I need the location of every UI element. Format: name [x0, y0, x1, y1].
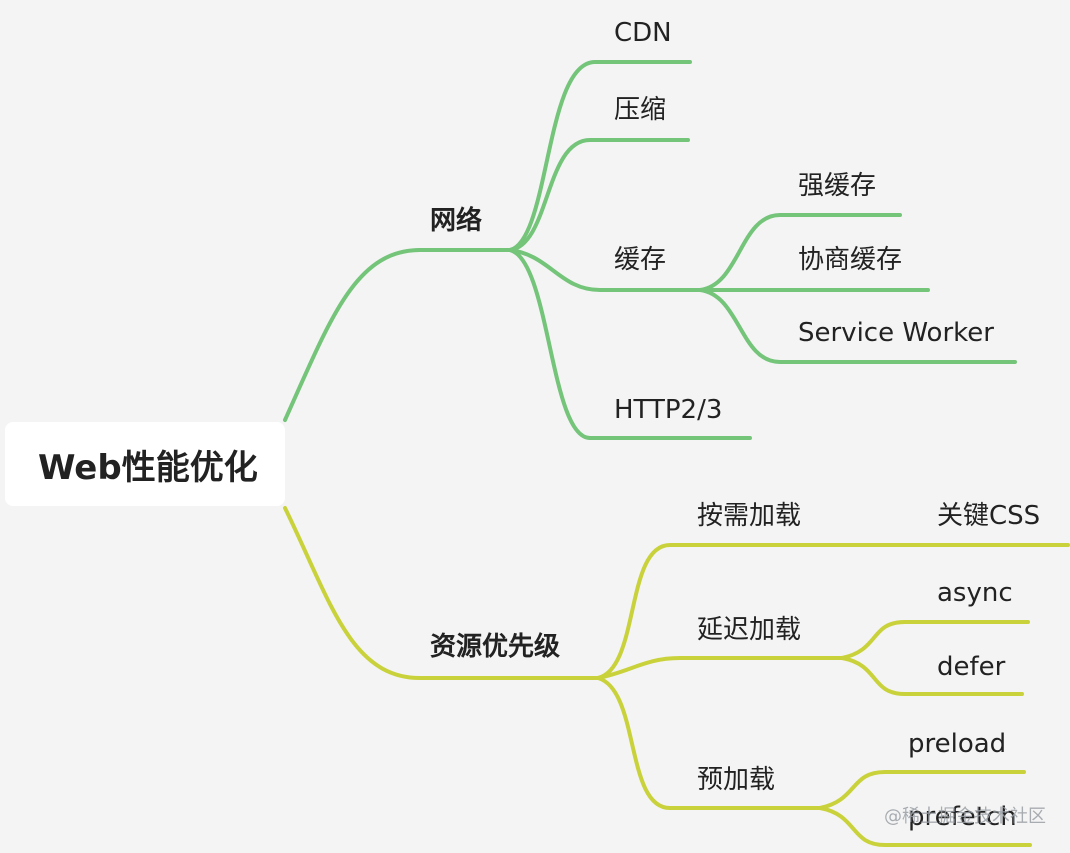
watermark-text: @稀土掘金技术社区	[884, 806, 1046, 827]
network-connectors	[283, 60, 1017, 440]
root-node[interactable]: Web性能优化	[5, 422, 285, 506]
node-http[interactable]: HTTP2/3	[614, 395, 723, 425]
edge-resource-lazy	[596, 656, 844, 680]
edge-root-network	[283, 248, 512, 422]
edge-root-resource	[283, 506, 600, 680]
node-lazy-load[interactable]: 延迟加载	[697, 615, 802, 645]
edge-lazy-async	[840, 620, 1030, 660]
node-preload-group[interactable]: 预加载	[697, 765, 776, 795]
node-async[interactable]: async	[937, 578, 1013, 608]
node-network[interactable]: 网络	[430, 206, 483, 236]
edge-resource-ondemand	[596, 543, 1070, 680]
edge-network-cdn	[508, 60, 692, 252]
node-prefetch[interactable]: prefetch	[908, 802, 1017, 832]
node-compress[interactable]: 压缩	[614, 95, 667, 125]
node-on-demand[interactable]: 按需加载	[697, 501, 802, 531]
node-cdn[interactable]: CDN	[614, 18, 672, 48]
node-resource-priority[interactable]: 资源优先级	[430, 632, 561, 662]
node-negotiated-cache[interactable]: 协商缓存	[798, 245, 903, 275]
node-critical-css[interactable]: 关键CSS	[937, 501, 1041, 531]
node-service-worker[interactable]: Service Worker	[798, 318, 994, 348]
edge-network-compress	[508, 138, 690, 252]
edge-lazy-defer	[840, 656, 1024, 696]
edge-network-http	[508, 248, 752, 440]
edge-network-cache	[508, 248, 702, 292]
node-preload[interactable]: preload	[908, 729, 1007, 759]
edge-cache-sw	[698, 288, 1017, 364]
edge-cache-strong	[698, 213, 902, 292]
edge-preload-prefetch	[818, 806, 1032, 847]
edge-preload-preload	[818, 770, 1026, 810]
edge-resource-preload	[596, 676, 822, 810]
root-label: Web性能优化	[38, 447, 258, 488]
node-strong-cache[interactable]: 强缓存	[798, 171, 877, 201]
node-cache[interactable]: 缓存	[614, 245, 667, 275]
resource-connectors	[283, 506, 1070, 847]
node-defer[interactable]: defer	[937, 652, 1006, 682]
